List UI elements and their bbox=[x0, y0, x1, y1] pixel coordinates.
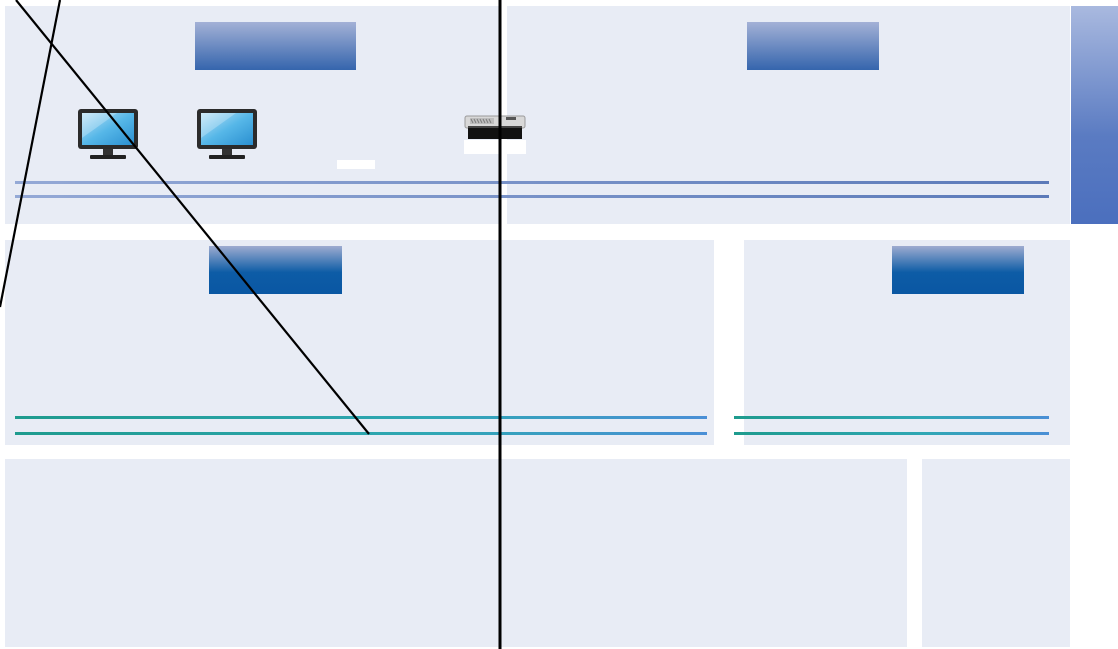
zone-middle-left bbox=[5, 240, 714, 445]
network-bus-line bbox=[15, 181, 1049, 184]
network-bus-line bbox=[734, 432, 1049, 435]
network-bus-line bbox=[15, 195, 1049, 198]
printer-icon[interactable] bbox=[464, 112, 526, 154]
zone-bottom-right bbox=[922, 459, 1070, 647]
zone-header-middle-right bbox=[892, 246, 1024, 294]
network-bus-line bbox=[15, 416, 707, 419]
network-bus-line bbox=[15, 432, 707, 435]
zone-header-top-left bbox=[195, 22, 356, 70]
monitor-icon[interactable] bbox=[196, 108, 258, 162]
side-panel-bar bbox=[1071, 6, 1118, 224]
zone-header-top-right bbox=[747, 22, 879, 70]
monitor-icon[interactable] bbox=[77, 108, 139, 162]
zone-bottom-left bbox=[5, 459, 907, 647]
network-bus-line bbox=[734, 416, 1049, 419]
device-label-box bbox=[337, 160, 375, 169]
zone-header-middle-left bbox=[209, 246, 342, 294]
